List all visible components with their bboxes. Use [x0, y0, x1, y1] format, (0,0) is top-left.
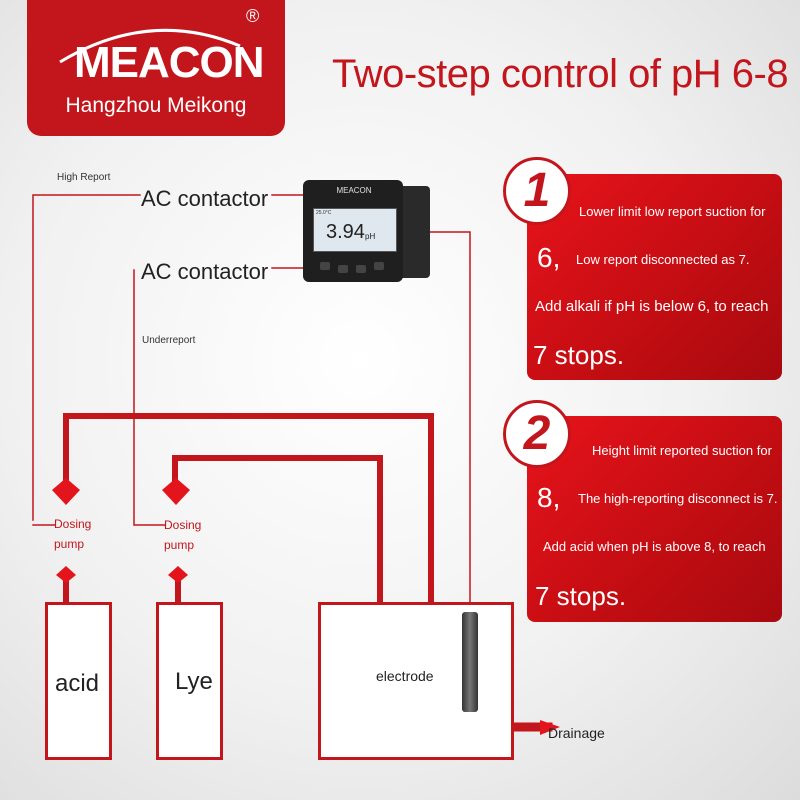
controller-brand: MEACON — [336, 186, 372, 195]
dosing-pump-1-line2: pump — [54, 537, 85, 551]
logo-brand: MEACON — [74, 38, 265, 87]
controller-ph-value: 3.94 — [326, 221, 365, 243]
controller-screen — [313, 208, 397, 252]
under-report-label: Underreport — [142, 335, 196, 346]
acid-tank — [45, 602, 112, 760]
ac-contactor-1: AC contactor — [141, 186, 269, 211]
step-1-line3: Add alkali if pH is below 6, to reach — [535, 298, 769, 315]
acid-pipe — [63, 413, 434, 606]
step-1-line4: 7 stops. — [533, 340, 625, 370]
controller-side — [398, 186, 430, 278]
dosing-pump-2-lower-icon — [168, 566, 188, 583]
step-2-line1: Height limit reported suction for — [592, 443, 772, 458]
dosing-pump-1-label: Dosing pump — [54, 514, 91, 554]
dosing-pump-1-lower-icon — [56, 566, 76, 583]
step-1-line2-num: 6, — [537, 242, 561, 273]
dosing-pump-1-line1: Dosing — [54, 517, 92, 531]
dosing-pump-2-line2: pump — [164, 538, 195, 552]
step-card-2: Height limit reported suction for 8, The… — [527, 416, 782, 622]
lye-label: Lye — [175, 668, 213, 695]
lye-tank — [156, 602, 223, 760]
controller-button-2[interactable] — [338, 265, 348, 273]
dosing-pump-2-line1: Dosing — [164, 518, 202, 532]
drainage-label: Drainage — [548, 725, 605, 741]
treatment-tank — [318, 602, 514, 760]
lye-pipe — [172, 455, 383, 606]
step-2-line4: 7 stops. — [535, 581, 627, 611]
high-report-label: High Report — [57, 172, 111, 183]
step-2-line3: Add acid when pH is above 8, to reach — [543, 539, 766, 554]
acid-label: acid — [55, 670, 100, 697]
dosing-pump-2-upper-icon — [162, 478, 190, 505]
dosing-pump-2-label: Dosing pump — [164, 515, 201, 555]
electrode-label: electrode — [376, 668, 434, 684]
electrode-probe-icon — [462, 612, 478, 712]
page-title: Two-step control of pH 6-8 — [332, 52, 789, 96]
logo-registered-mark: ® — [246, 6, 260, 26]
step-1-line1: Lower limit low report suction for — [579, 204, 766, 219]
controller-button-4[interactable] — [374, 262, 384, 270]
high-report-wire — [32, 194, 141, 521]
logo-subtitle: Hangzhou Meikong — [65, 94, 247, 117]
electrode-cable — [427, 231, 471, 613]
controller-ph-unit: pH — [365, 232, 376, 241]
drainage-arrow-icon — [540, 720, 560, 735]
step-card-1: Lower limit low report suction for 6, Lo… — [527, 174, 782, 380]
under-report-wire — [133, 269, 166, 526]
ac-contactor-2: AC contactor — [141, 259, 269, 284]
dosing-pump-1-upper-icon — [52, 478, 80, 505]
step-2-line2: The high-reporting disconnect is 7. — [578, 491, 778, 506]
step-2-number-badge: 2 — [503, 400, 571, 468]
step-2-line2-num: 8, — [537, 482, 561, 513]
controller-button-1[interactable] — [320, 262, 330, 270]
logo-banner — [27, 0, 285, 136]
controller-button-3[interactable] — [356, 265, 366, 273]
step-1-line2: Low report disconnected as 7. — [576, 252, 750, 267]
step-1-number-badge: 1 — [503, 157, 571, 225]
controller-temp: 25.0°C — [316, 210, 332, 216]
logo-swoosh-icon — [59, 28, 241, 64]
